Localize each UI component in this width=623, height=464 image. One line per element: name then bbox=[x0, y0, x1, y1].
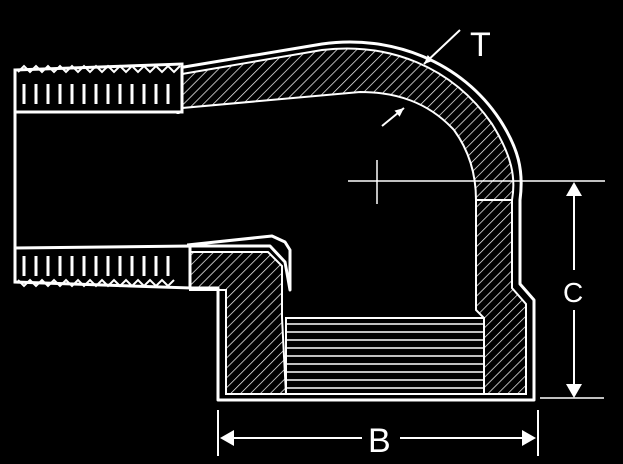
center-to-end-dimension: C bbox=[540, 182, 604, 399]
elbow-right-wall bbox=[475, 199, 527, 395]
center-crosshair bbox=[348, 160, 605, 204]
female-thread bbox=[285, 317, 485, 395]
elbow-left-wall bbox=[189, 251, 288, 395]
thickness-dimension: T bbox=[381, 26, 491, 127]
male-thread-top bbox=[13, 62, 184, 114]
width-dimension: B bbox=[217, 410, 539, 460]
width-label: B bbox=[368, 422, 391, 460]
male-thread-bottom bbox=[13, 244, 192, 290]
thickness-label: T bbox=[470, 26, 491, 64]
male-end-bore bbox=[15, 114, 187, 246]
center-to-end-label: C bbox=[563, 277, 583, 308]
elbow-upper-wall bbox=[181, 47, 515, 201]
